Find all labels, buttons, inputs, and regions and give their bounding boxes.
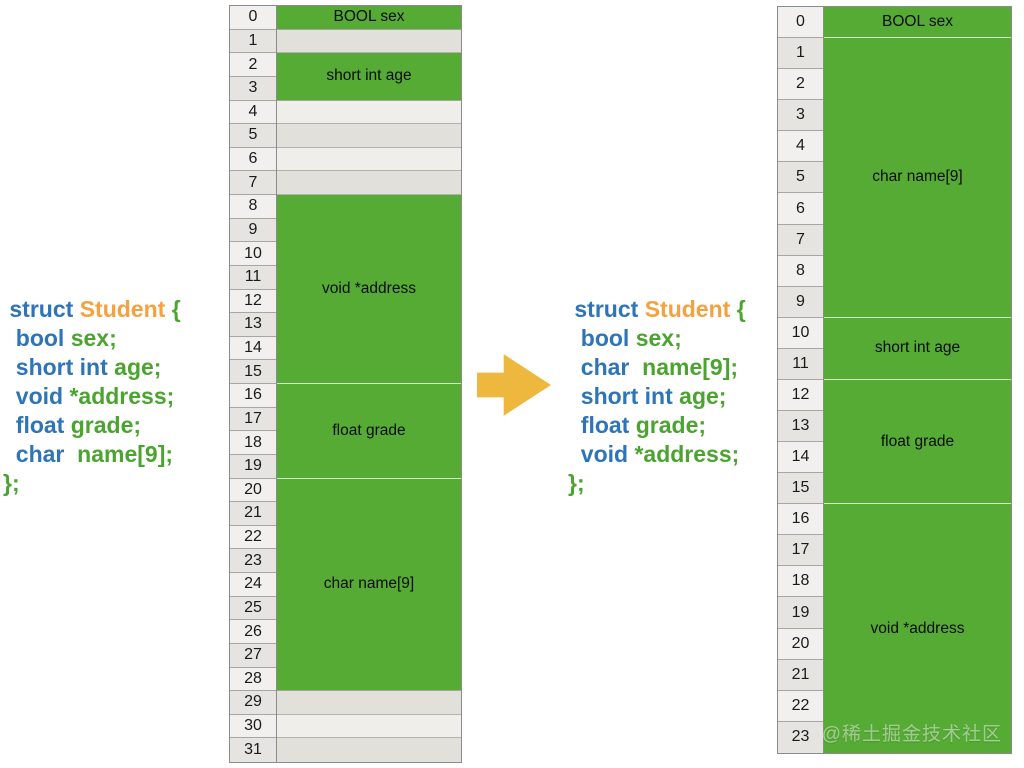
field-block: short int age: [277, 53, 461, 101]
byte-index-8: 8: [778, 255, 823, 287]
field-block: short int age: [824, 317, 1011, 380]
padding-byte: [277, 147, 461, 172]
padding-byte: [277, 124, 461, 148]
byte-index-4: 4: [230, 100, 276, 125]
byte-index-18: 18: [778, 566, 823, 598]
code-line: void *address;: [568, 441, 740, 467]
byte-index-31: 31: [230, 738, 276, 762]
byte-index-18: 18: [230, 431, 276, 455]
byte-index-24: 24: [230, 573, 276, 597]
byte-index-10: 10: [230, 242, 276, 266]
byte-index-1: 1: [778, 38, 823, 70]
byte-index-17: 17: [230, 407, 276, 432]
byte-index-26: 26: [230, 620, 276, 644]
byte-index-30: 30: [230, 714, 276, 739]
byte-index-3: 3: [230, 76, 276, 101]
right-arrow-icon: [477, 354, 551, 416]
byte-index-9: 9: [778, 286, 823, 318]
byte-index-16: 16: [778, 504, 823, 536]
code-line: bool sex;: [3, 325, 117, 351]
byte-index-16: 16: [230, 384, 276, 408]
struct-definition-before: struct Student { bool sex; short int age…: [3, 295, 181, 498]
byte-index-13: 13: [230, 313, 276, 337]
byte-index-27: 27: [230, 643, 276, 668]
byte-index-6: 6: [778, 193, 823, 225]
byte-index-21: 21: [230, 502, 276, 526]
padding-byte: [277, 171, 461, 195]
padding-byte: [277, 714, 461, 739]
byte-index-2: 2: [230, 53, 276, 77]
byte-index-20: 20: [230, 478, 276, 503]
byte-index-23: 23: [230, 549, 276, 573]
byte-index-8: 8: [230, 195, 276, 219]
field-block: float grade: [277, 384, 461, 479]
padding-byte: [277, 100, 461, 125]
byte-index-21: 21: [778, 659, 823, 691]
byte-index-2: 2: [778, 69, 823, 101]
byte-index-12: 12: [230, 289, 276, 314]
field-block: char name[9]: [277, 478, 461, 692]
watermark: @稀土掘金技术社区: [821, 723, 1002, 745]
field-block: BOOL sex: [824, 7, 1011, 39]
byte-index-0: 0: [778, 7, 823, 39]
code-line: char name[9];: [568, 354, 739, 380]
byte-index-7: 7: [778, 224, 823, 256]
byte-index-5: 5: [230, 124, 276, 148]
byte-index-17: 17: [778, 535, 823, 567]
byte-index-13: 13: [778, 411, 823, 443]
byte-index-1: 1: [230, 29, 276, 54]
padding-byte: [277, 738, 461, 762]
byte-index-0: 0: [230, 6, 276, 30]
byte-index-3: 3: [778, 100, 823, 132]
code-line: short int age;: [3, 354, 162, 380]
code-line: struct Student {: [568, 296, 746, 322]
field-block: float grade: [824, 379, 1011, 505]
byte-index-29: 29: [230, 691, 276, 715]
field-block: void *address: [277, 195, 461, 384]
struct-definition-after: struct Student { bool sex; char name[9];…: [568, 295, 746, 498]
code-line: void *address;: [3, 383, 175, 409]
byte-index-5: 5: [778, 162, 823, 194]
code-line: char name[9];: [3, 441, 174, 467]
byte-index-15: 15: [230, 360, 276, 384]
code-line: float grade;: [3, 412, 142, 438]
byte-index-10: 10: [778, 317, 823, 349]
byte-index-11: 11: [778, 348, 823, 380]
byte-index-7: 7: [230, 171, 276, 195]
byte-index-6: 6: [230, 147, 276, 172]
byte-index-22: 22: [230, 525, 276, 550]
code-line: };: [3, 470, 20, 496]
byte-index-11: 11: [230, 265, 276, 290]
code-line: };: [568, 470, 585, 496]
field-block: BOOL sex: [277, 6, 461, 30]
byte-index-15: 15: [778, 473, 823, 505]
byte-index-14: 14: [230, 336, 276, 361]
field-block: char name[9]: [824, 38, 1011, 318]
field-block: void *address: [824, 504, 1011, 753]
padding-byte: [277, 691, 461, 715]
byte-index-19: 19: [778, 597, 823, 629]
byte-index-23: 23: [778, 721, 823, 753]
byte-index-14: 14: [778, 442, 823, 474]
byte-index-25: 25: [230, 596, 276, 621]
byte-index-19: 19: [230, 454, 276, 479]
code-line: short int age;: [568, 383, 727, 409]
byte-index-22: 22: [778, 690, 823, 722]
code-line: float grade;: [568, 412, 707, 438]
byte-index-9: 9: [230, 218, 276, 243]
code-line: bool sex;: [568, 325, 682, 351]
code-line: struct Student {: [3, 296, 181, 322]
byte-index-12: 12: [778, 379, 823, 412]
byte-index-20: 20: [778, 628, 823, 660]
byte-index-28: 28: [230, 667, 276, 692]
byte-index-4: 4: [778, 131, 823, 163]
padding-byte: [277, 29, 461, 54]
